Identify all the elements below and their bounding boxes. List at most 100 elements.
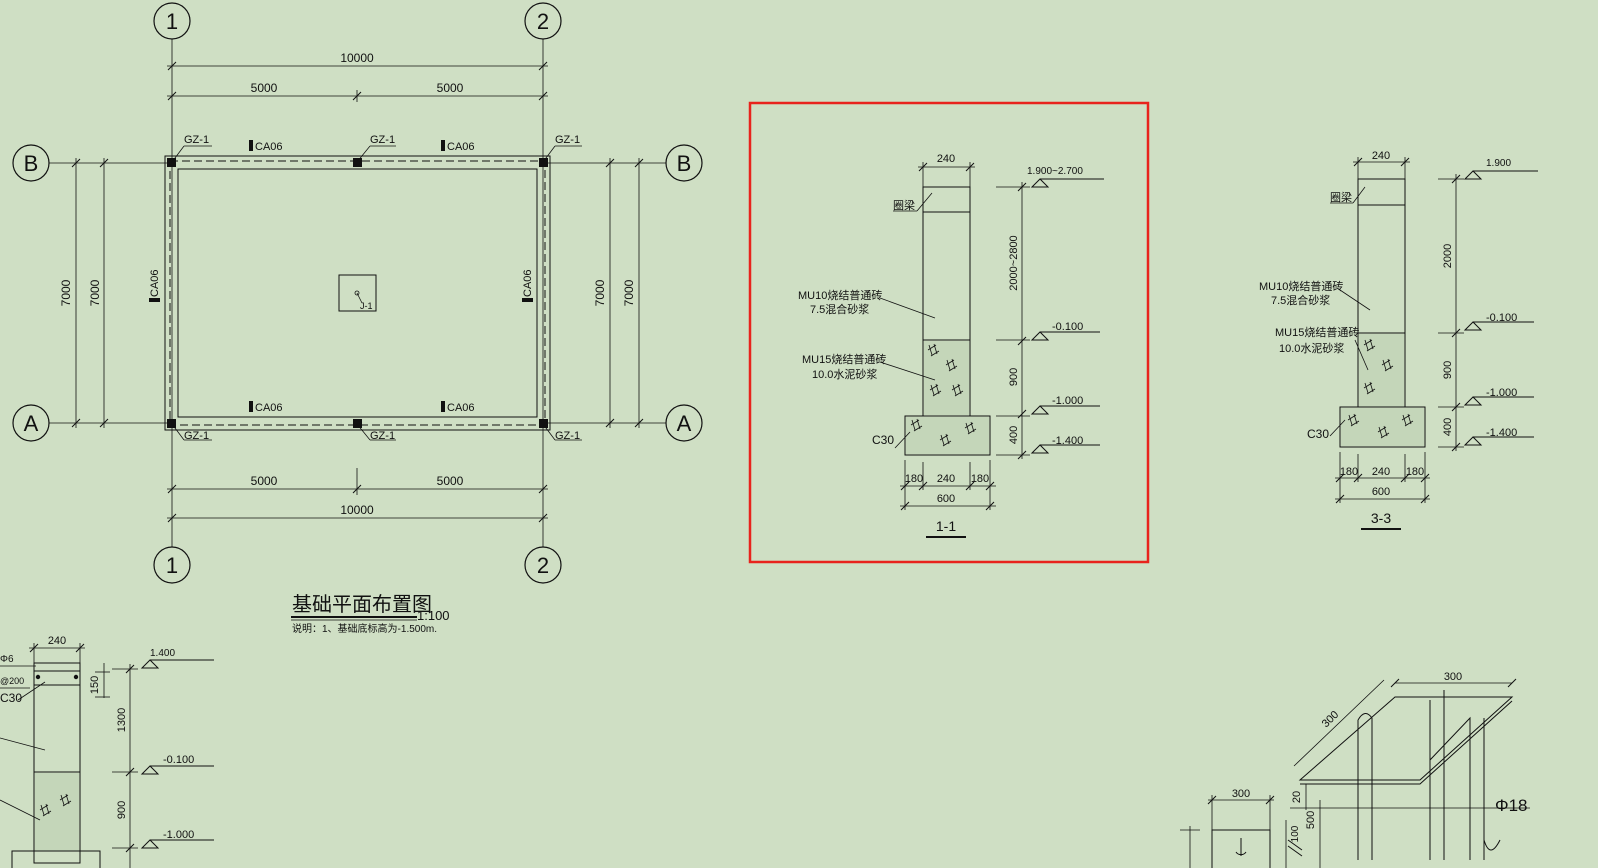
section-title: 3-3 <box>1371 510 1391 526</box>
footing-label: J-1 <box>360 301 373 311</box>
elev-mid: -0.100 <box>1052 321 1083 333</box>
elev-base: -1.400 <box>1486 427 1517 439</box>
top-width: 240 <box>48 635 66 647</box>
concrete-label: C30 <box>872 433 894 447</box>
grid-axis-b-left: B <box>12 144 50 182</box>
dim-100: 100 <box>1290 825 1301 842</box>
dim-half-bottom-right: 5000 <box>437 474 464 488</box>
section-1-1: 240 圈梁 MU10烧结普通砖 7.5混合砂浆 MU15烧结普通砖 10.0水… <box>798 153 1104 538</box>
column-markers <box>167 158 548 428</box>
grid-label: B <box>677 151 692 176</box>
grid-label: A <box>677 411 692 436</box>
dim-half-top-left: 5000 <box>251 81 278 95</box>
base-dim-right: 180 <box>971 473 989 485</box>
dim-half-top-right: 5000 <box>437 81 464 95</box>
column-label: GZ-1 <box>370 134 395 146</box>
elev-mid: -0.100 <box>163 754 194 766</box>
elev-top: 1.900~2.700 <box>1027 166 1083 177</box>
dim-lower: 400 <box>1442 418 1454 436</box>
elev-low: -1.000 <box>1052 395 1083 407</box>
rebar-size: Φ18 <box>1495 796 1527 815</box>
section-3-3: 240 圈梁 MU10烧结普通砖 7.5混合砂浆 MU15烧结普通砖 10.0水… <box>1259 150 1538 530</box>
column-label: GZ-1 <box>555 134 580 146</box>
lower-material-line-2: 10.0水泥砂浆 <box>1279 341 1344 355</box>
base-dim-total: 600 <box>937 493 955 505</box>
elev-low: -1.000 <box>1486 387 1517 399</box>
dim-cap: 150 <box>89 676 101 694</box>
grid-axis-2-top: 2 <box>524 2 562 40</box>
base-dim-middle: 240 <box>1372 466 1390 478</box>
ring-beam-label: 圈梁 <box>1330 190 1352 204</box>
dim-upper: 1300 <box>116 708 128 732</box>
highlight-frame <box>748 101 1150 564</box>
elev-top: 1.400 <box>150 648 175 659</box>
grid-axis-a-left: A <box>12 404 50 442</box>
plan-scale: 1:100 <box>417 608 450 623</box>
dim-upper: 2000~2800 <box>1008 235 1020 290</box>
grid-label: 2 <box>537 9 549 34</box>
lower-material-line-1: MU15烧结普通砖 <box>1275 325 1359 339</box>
dim-middle: 900 <box>1442 361 1454 379</box>
elev-top: 1.900 <box>1486 158 1511 169</box>
grid-axis-1-bottom: 1 <box>153 546 191 584</box>
grid-axis-1-top: 1 <box>153 2 191 40</box>
section-bottom-left: 240 Φ6 @200 C30 150 1300 900 1.400 -0.10… <box>0 635 214 868</box>
spacing-label: @200 <box>0 676 24 686</box>
elev-base: -1.400 <box>1052 435 1083 447</box>
foundation-inner-line <box>177 168 538 418</box>
elev-mid: -0.100 <box>1486 312 1517 324</box>
dim-height-left-inner: 7000 <box>88 279 102 306</box>
dim-upper: 2000 <box>1442 244 1454 268</box>
base-dim-total: 600 <box>1372 486 1390 498</box>
column-label: GZ-1 <box>555 430 580 442</box>
dim-diagonal: 300 <box>1320 709 1342 730</box>
section-mark-label: CA06 <box>447 141 475 153</box>
rebar-detail: 300 300 Φ18 20 500 300 100 <box>1180 671 1530 868</box>
upper-material-line-2: 7.5混合砂浆 <box>1271 293 1330 307</box>
section-title: 1-1 <box>936 518 956 534</box>
section-mark-label: CA06 <box>149 269 161 297</box>
grid-label: 2 <box>537 553 549 578</box>
dim-500: 500 <box>1305 811 1317 829</box>
column-label: GZ-1 <box>184 430 209 442</box>
dim-middle: 900 <box>116 801 128 819</box>
dim-top: 300 <box>1444 671 1462 683</box>
grid-axis-a-right: A <box>665 404 703 442</box>
grid-axis-2-bottom: 2 <box>524 546 562 584</box>
base-dim-middle: 240 <box>937 473 955 485</box>
column-label: GZ-1 <box>184 134 209 146</box>
top-width: 240 <box>1372 150 1390 162</box>
dim-height-right-outer: 7000 <box>622 279 636 306</box>
dim-height-left-outer: 7000 <box>59 279 73 306</box>
grid-label: 1 <box>166 9 178 34</box>
grid-axis-b-right: B <box>665 144 703 182</box>
foundation-center-dashed <box>169 160 546 426</box>
base-dim-right: 180 <box>1406 466 1424 478</box>
section-mark-label: CA06 <box>447 402 475 414</box>
top-width: 240 <box>937 153 955 165</box>
dim-total-top: 10000 <box>340 51 374 65</box>
lower-material-line-2: 10.0水泥砂浆 <box>812 367 877 381</box>
dim-middle: 900 <box>1008 368 1020 386</box>
ring-beam-label: 圈梁 <box>893 198 915 212</box>
dim-left: 300 <box>1232 788 1250 800</box>
foundation-outer-line <box>164 155 551 431</box>
concrete-label: C30 <box>0 691 22 705</box>
base-dim-left: 180 <box>905 473 923 485</box>
footing-j1 <box>338 274 377 312</box>
grid-label: A <box>24 411 39 436</box>
section-mark-label: CA06 <box>522 269 534 297</box>
dim-height-right-inner: 7000 <box>593 279 607 306</box>
dim-small: 20 <box>1291 791 1303 803</box>
rebar-label: Φ6 <box>0 654 14 665</box>
grid-label: 1 <box>166 553 178 578</box>
concrete-label: C30 <box>1307 427 1329 441</box>
dim-total-bottom: 10000 <box>340 503 374 517</box>
dim-half-bottom-left: 5000 <box>251 474 278 488</box>
foundation-plan: 1 2 1 2 B A B A <box>12 2 703 635</box>
elev-low: -1.000 <box>163 829 194 841</box>
base-dim-left: 180 <box>1340 466 1358 478</box>
lower-material-line-1: MU15烧结普通砖 <box>802 352 886 366</box>
